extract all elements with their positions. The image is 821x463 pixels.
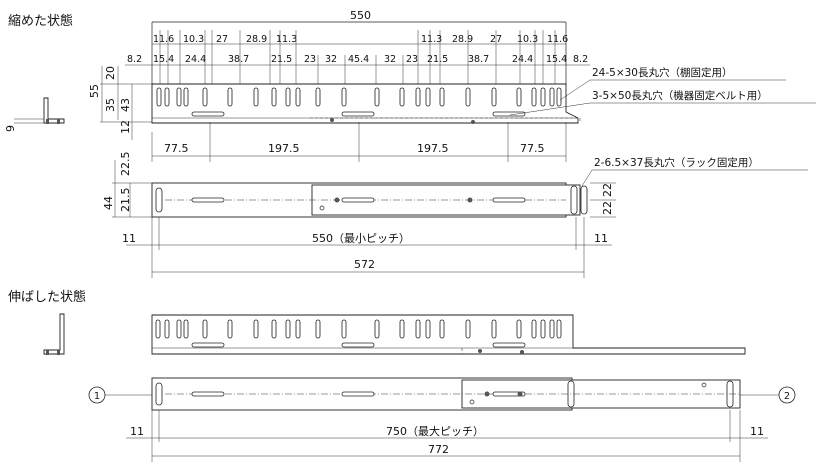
center-dims: 77.5 197.5 197.5 77.5 — [151, 122, 567, 162]
dim-h21-5: 21.5 — [119, 188, 132, 213]
dim-h43: 43 — [119, 98, 132, 112]
dim-bot-9: 32 — [384, 54, 396, 65]
dim-h35: 35 — [104, 98, 117, 112]
dim-bot-3: 24.4 — [185, 54, 206, 65]
marker-1-label: 1 — [94, 391, 100, 402]
dim-bot-8: 45.4 — [348, 54, 369, 65]
dim-top-6: 11.3 — [421, 34, 442, 45]
title-extended: 伸ばした状態 — [8, 289, 86, 305]
dim-bot-10: 23 — [406, 54, 418, 65]
side-profile-contracted: 9 — [4, 97, 65, 132]
dim-top-3: 27 — [216, 34, 228, 45]
dim-top-4: 28.9 — [246, 34, 267, 45]
dim-overall-550: 550 — [350, 9, 371, 22]
dim-top-5: 11.3 — [276, 34, 297, 45]
dim-left-offset-extended: 11 — [130, 425, 144, 438]
dim-bot-1: 8.2 — [127, 54, 142, 65]
callout-shelf-slot: 24-5×30長丸穴（棚固定用） — [592, 66, 733, 79]
dim-bot-4: 38.7 — [228, 54, 249, 65]
bracket-plate-front — [151, 83, 579, 124]
dim-h22-b: 22 — [601, 201, 614, 215]
dim-right-offset-contracted: 11 — [594, 232, 608, 245]
dim-bot-7: 32 — [325, 54, 337, 65]
side-profile-extended — [43, 313, 65, 355]
rack-slot-left-extended — [155, 382, 163, 406]
dim-h20: 20 — [104, 66, 117, 80]
dim-top-2: 10.3 — [183, 34, 204, 45]
dim-h12: 12 — [119, 120, 132, 134]
dim-top-1: 11.6 — [153, 34, 174, 45]
dim-h55: 55 — [88, 84, 101, 98]
dim-top-7: 28.9 — [452, 34, 473, 45]
dim-bot-13: 24.4 — [512, 54, 533, 65]
belt-slots-front — [191, 111, 526, 117]
title-contracted: 縮めた状態 — [8, 13, 73, 29]
rack-slot-right — [570, 185, 578, 215]
bottom-view-contracted: 22.5 44 21.5 22 22 2-6.5×37長丸穴（ラック固定用） 1… — [102, 152, 808, 278]
dim-right-offset-extended: 11 — [750, 425, 764, 438]
rack-slot-left — [155, 187, 163, 213]
dim-bot-5: 21.5 — [271, 54, 292, 65]
dim-h22-5: 22.5 — [119, 152, 132, 177]
dim-197-5-right: 197.5 — [417, 142, 449, 155]
front-view-extended — [151, 314, 746, 355]
dim-overall-572: 572 — [354, 258, 375, 271]
top-view-contracted: 550 11.6 10.3 27 28.9 11.3 11.3 28.9 27 … — [88, 9, 816, 140]
dim-bot-12: 38.7 — [468, 54, 489, 65]
dim-h22-a: 22 — [601, 183, 614, 197]
dim-top-9: 10.3 — [517, 34, 538, 45]
dim-bot-15: 8.2 — [573, 54, 588, 65]
dim-h44: 44 — [102, 196, 115, 210]
marker-2-label: 2 — [784, 391, 790, 402]
dim-bot-11: 21.5 — [427, 54, 448, 65]
dim-bot-2: 15.4 — [153, 54, 174, 65]
shelf-slots-front — [156, 87, 562, 107]
dim-197-5-left: 197.5 — [268, 142, 300, 155]
dim-top-10: 11.6 — [547, 34, 568, 45]
callout-belt-slot: 3-5×50長丸穴（機器固定ベルト用） — [592, 89, 768, 102]
dim-side-9: 9 — [4, 125, 17, 132]
dim-bot-6: 23 — [304, 54, 316, 65]
dim-min-pitch: 550（最小ピッチ） — [312, 232, 410, 245]
dim-max-pitch: 750（最大ピッチ） — [386, 424, 484, 438]
bottom-view-extended: 1 2 11 11 750（最大ピッチ） 772 — [88, 377, 796, 462]
dim-bot-14: 15.4 — [546, 54, 567, 65]
dim-77-5-right: 77.5 — [520, 142, 545, 155]
dim-overall-772: 772 — [428, 443, 449, 456]
dim-77-5-left: 77.5 — [164, 142, 189, 155]
callout-rack-slot: 2-6.5×37長丸穴（ラック固定用） — [594, 156, 759, 169]
dim-left-offset-contracted: 11 — [122, 232, 136, 245]
